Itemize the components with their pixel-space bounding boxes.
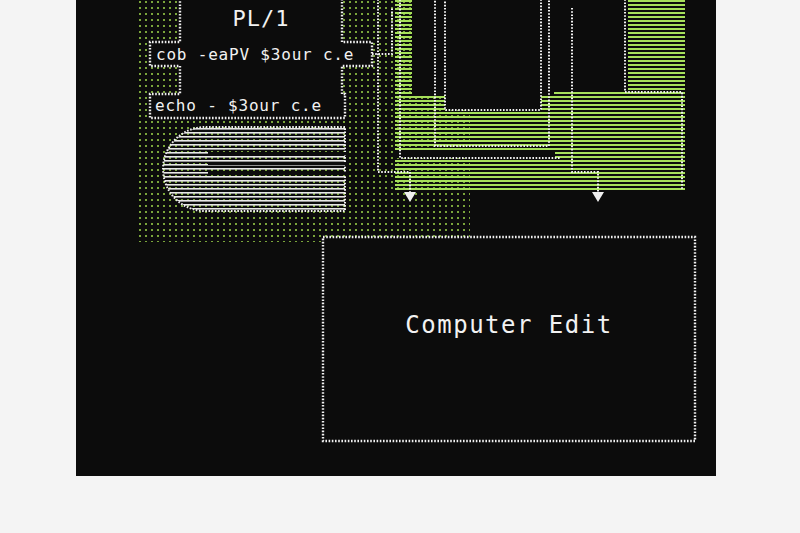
chip-box: PL/1 cob -eaPV $3our c.e echo - $3our c.e bbox=[150, 0, 374, 120]
box-title: PL/1 bbox=[233, 6, 290, 31]
dark-block bbox=[548, 0, 628, 92]
command-line: cob -eaPV $3our c.e bbox=[156, 45, 354, 64]
box-title: Computer Edit bbox=[405, 311, 612, 339]
command-line: echo - $3our c.e bbox=[155, 96, 322, 115]
edit-box: Computer Edit bbox=[323, 237, 695, 441]
pill-groove bbox=[208, 162, 348, 165]
box-outline bbox=[323, 237, 695, 441]
pill-groove bbox=[208, 172, 348, 175]
dotted-outlines bbox=[372, 0, 682, 192]
box-outline bbox=[150, 0, 372, 118]
box-outline bbox=[323, 237, 695, 441]
arrow-head bbox=[592, 192, 604, 202]
pill-shape bbox=[163, 127, 345, 211]
pill-groove bbox=[208, 152, 348, 155]
print-panel bbox=[76, 0, 716, 476]
arrow-head bbox=[404, 192, 416, 202]
dark-band bbox=[395, 150, 555, 158]
